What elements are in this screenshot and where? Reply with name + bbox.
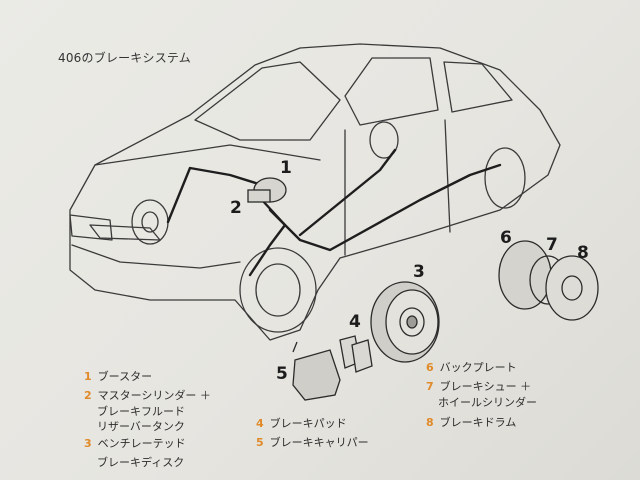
legend-label: ブースター bbox=[97, 370, 153, 383]
diagram-title: 406のブレーキシステム bbox=[58, 51, 191, 65]
legend-label: バックプレート bbox=[439, 361, 517, 374]
brake-pads-part bbox=[339, 335, 373, 373]
legend-label-cont: ブレーキディスク bbox=[97, 456, 185, 469]
car-hood-line bbox=[94, 144, 321, 166]
legend-number: 3 bbox=[84, 437, 92, 450]
legend-number: 7 bbox=[426, 380, 434, 393]
callout-1: 1 bbox=[280, 158, 292, 178]
brake-drum bbox=[545, 255, 599, 321]
legend-label: ブレーキドラム bbox=[439, 416, 517, 429]
legend-item-6: 6 バックプレート bbox=[426, 362, 517, 373]
legend-label: ベンチレーテッド bbox=[97, 437, 186, 450]
legend-item-5: 5 ブレーキキャリパー bbox=[256, 437, 369, 448]
car-door-line-rear bbox=[444, 119, 451, 233]
legend-label: ブレーキキャリパー bbox=[269, 436, 369, 449]
legend-label-cont: ブレーキフルード bbox=[97, 405, 185, 418]
legend-item-4: 4 ブレーキパッド bbox=[256, 418, 347, 429]
legend-label: ブレーキシュー ＋ bbox=[439, 380, 532, 393]
callout-6: 6 bbox=[500, 228, 512, 248]
brake-line-front-right bbox=[166, 166, 264, 224]
rear-far-drum bbox=[369, 121, 399, 159]
brake-line-rear bbox=[268, 163, 502, 252]
back-plate bbox=[498, 240, 552, 310]
front-right-disc bbox=[131, 199, 169, 245]
callout-7: 7 bbox=[546, 235, 558, 255]
drum-assembly-part bbox=[498, 240, 599, 321]
caliper-part bbox=[292, 341, 341, 401]
legend-item-2: 2 マスターシリンダー ＋ bbox=[84, 390, 211, 401]
callout-8: 8 bbox=[577, 243, 589, 263]
car-grille bbox=[69, 214, 113, 241]
legend-label: ブレーキパッド bbox=[269, 417, 347, 430]
car-side-window-front bbox=[344, 57, 439, 126]
car-body-outline bbox=[69, 43, 561, 341]
legend-number: 1 bbox=[84, 370, 92, 383]
car-side-window-rear bbox=[443, 61, 513, 113]
legend-item-7: 7 ブレーキシュー ＋ bbox=[426, 381, 531, 392]
callout-3: 3 bbox=[413, 262, 425, 282]
legend-number: 6 bbox=[426, 361, 434, 374]
front-wheel bbox=[239, 247, 317, 333]
legend-number: 4 bbox=[256, 417, 264, 430]
legend-label: マスターシリンダー ＋ bbox=[97, 389, 211, 402]
legend-item-1: 1 ブースター bbox=[84, 371, 152, 382]
legend-item-8: 8 ブレーキドラム bbox=[426, 417, 516, 428]
legend-number: 8 bbox=[426, 416, 434, 429]
car-front-bumper bbox=[71, 244, 241, 269]
ventilated-disc-part bbox=[370, 281, 440, 363]
brake-line-rear-far bbox=[298, 148, 397, 237]
rear-wheel bbox=[484, 147, 526, 209]
callout-4: 4 bbox=[349, 312, 361, 332]
legend-item-3: 3 ベンチレーテッド bbox=[84, 438, 186, 449]
callout-2: 2 bbox=[230, 198, 242, 218]
legend-label-cont: ホイールシリンダー bbox=[438, 396, 537, 409]
car-windshield bbox=[194, 61, 341, 141]
master-cylinder bbox=[247, 189, 271, 203]
legend-number: 2 bbox=[84, 389, 92, 402]
legend-number: 5 bbox=[256, 436, 264, 449]
callout-5: 5 bbox=[276, 364, 288, 384]
legend-label-cont: リザーバータンク bbox=[97, 420, 185, 433]
